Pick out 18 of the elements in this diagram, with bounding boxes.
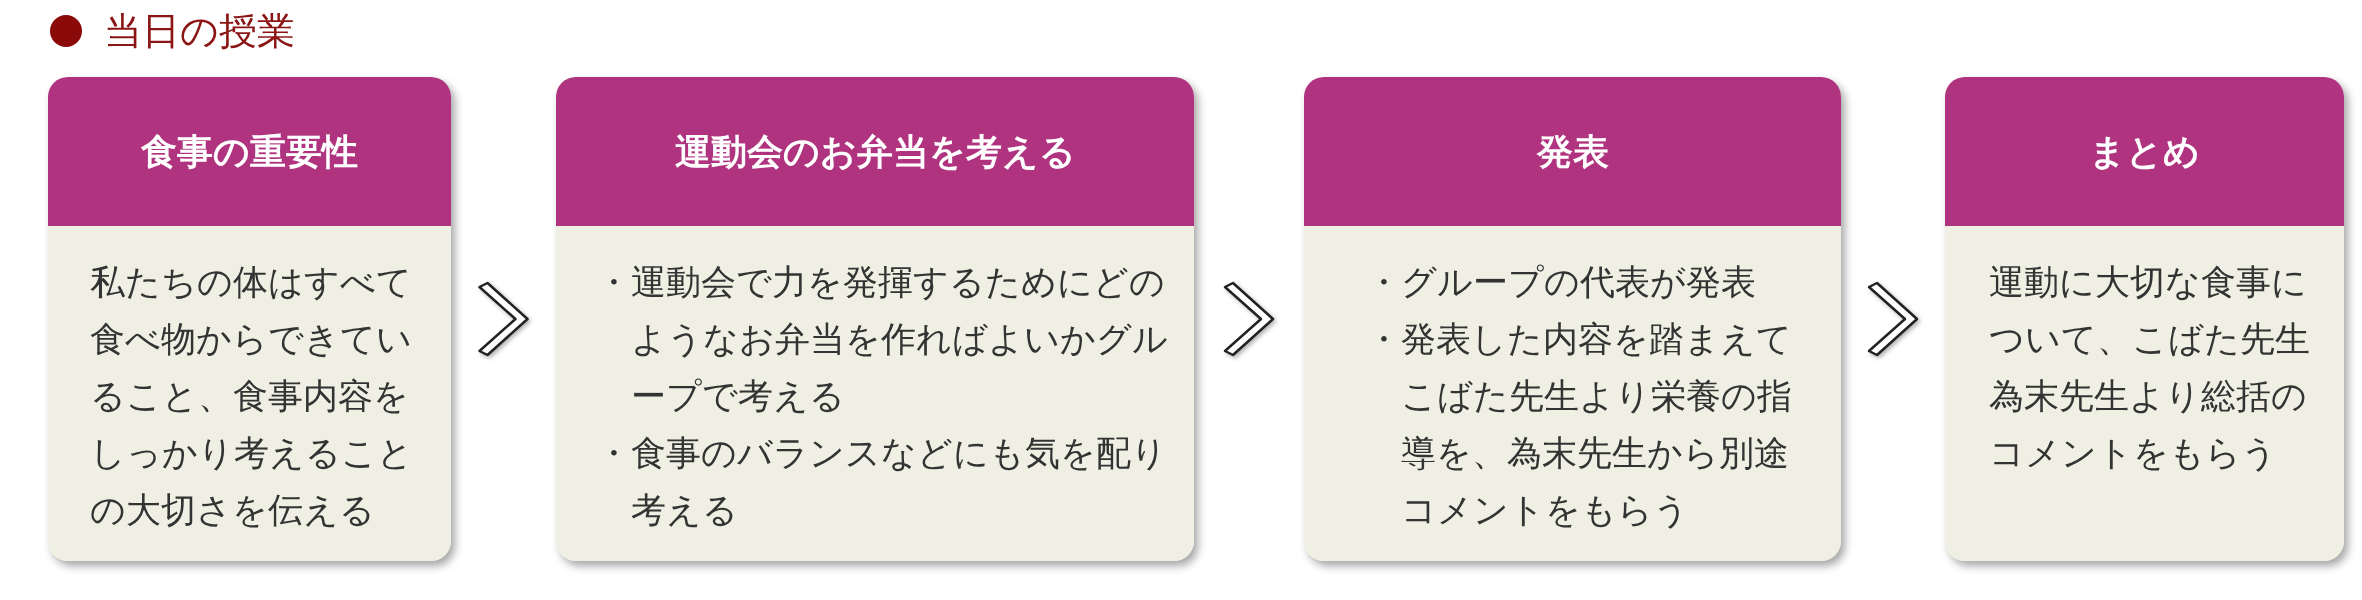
card-title: 運動会のお弁当を考える: [674, 129, 1076, 174]
diagram-title: 当日の授業: [104, 9, 295, 53]
step-card: [556, 77, 1194, 561]
card-text: ・食事のバランスなどにも気を配り考える: [596, 432, 1168, 532]
step-card: [1304, 77, 1841, 561]
chevron-arrow: [478, 281, 529, 357]
card-text: ・発表した内容を踏まえてこばた先生より栄養の指導を、為末先生から別途コメントをもらう: [1366, 318, 1793, 532]
chevron-arrow: [1867, 281, 1919, 357]
step-card: [48, 77, 451, 561]
card-text: ・運動会で力を発揮するためにどのようなお弁当を作ればよいかグループで考える: [596, 261, 1169, 418]
card-text: ・グループの代表が発表: [1366, 261, 1757, 304]
card-text: 私たちの体はすべて食べ物からできていること、食事内容をしっかり考えることの大切さを伝える: [90, 261, 414, 532]
card-title: 発表: [1536, 129, 1609, 174]
card-title: 食事の重要性: [141, 129, 358, 174]
card-title: まとめ: [2089, 129, 2200, 174]
card-text: 運動に大切な食事について、こばた先生為末先生より総括のコメントをもらう: [1989, 261, 2311, 475]
step-card: [1945, 77, 2344, 561]
chevron-arrow: [1223, 281, 1275, 357]
